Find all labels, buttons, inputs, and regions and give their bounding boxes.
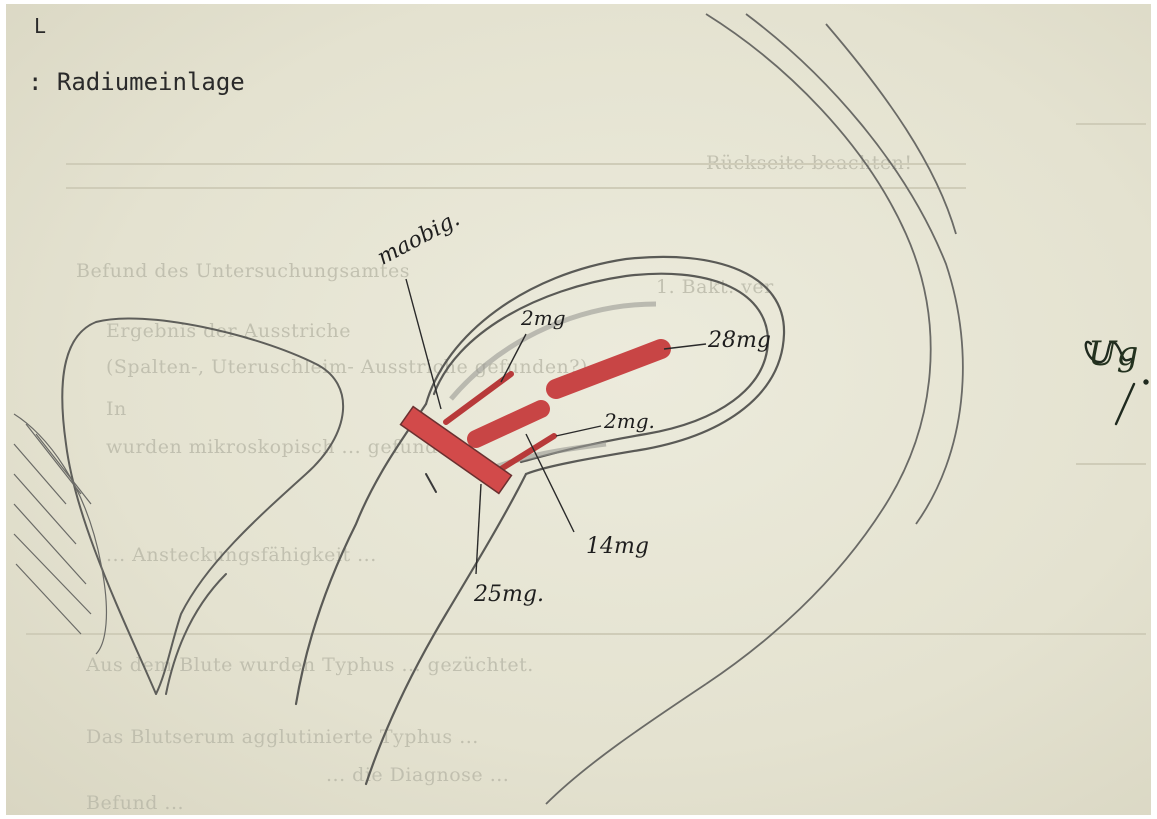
left-shaded-structure [14, 414, 106, 654]
label-28mg: 28mg [708, 328, 771, 353]
document-sheet: Rückseite beachten! Befund des Untersuch… [6, 4, 1151, 815]
signature: Ug i. [1088, 334, 1151, 374]
tube-25mg-applicator [401, 407, 512, 494]
corner-mark: L [34, 14, 46, 38]
anatomical-sketch [6, 4, 1151, 815]
label-2mg-lower: 2mg. [604, 409, 655, 433]
tube-14mg [476, 409, 541, 439]
tube-28mg [556, 349, 661, 389]
label-2mg-upper: 2mg [521, 306, 566, 330]
page-heading: : Radiumeinlage [28, 68, 245, 96]
label-14mg: 14mg [586, 534, 649, 559]
label-25mg: 25mg. [474, 582, 544, 607]
